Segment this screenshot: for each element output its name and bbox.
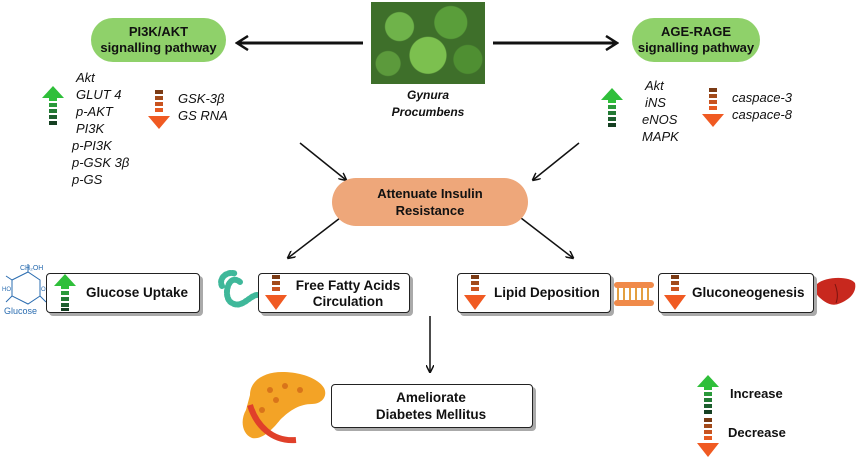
pi3k-up-marker: p-PI3K — [72, 138, 112, 153]
free-fatty-acids-label: Free Fatty Acids Circulation — [290, 278, 406, 310]
center-pill-line2: Resistance — [395, 203, 465, 218]
decrease-arrow-icon — [702, 88, 724, 127]
age-rage-pathway-pill: AGE-RAGE signalling pathway — [632, 18, 760, 62]
pi3k-down-marker-list: GSK-3β GS RNA — [178, 90, 228, 124]
gluconeogenesis-box — [658, 273, 814, 313]
pi3k-up-marker: Akt — [76, 70, 95, 85]
fatty-acid-chain-icon — [218, 270, 265, 308]
legend-increase-arrow-icon — [697, 375, 719, 414]
ameliorate-diabetes-label: Ameliorate Diabetes Mellitus — [331, 389, 531, 423]
free-fatty-acids-box — [258, 273, 410, 313]
plant-caption: Gynura Procumbens — [371, 87, 485, 121]
glucose-formula-label: CH₂OH — [20, 265, 43, 272]
svg-text:OH: OH — [41, 287, 50, 293]
lipid-deposition-label: Lipid Deposition — [494, 285, 600, 300]
age-down-marker: caspace-8 — [732, 107, 792, 122]
lipid-deposition-box — [457, 273, 611, 313]
pi3k-pathway-pill: PI3K/AKT signalling pathway — [91, 18, 226, 62]
pi3k-down-marker: GSK-3β — [178, 91, 225, 106]
arrow-pi3k-to-center — [299, 142, 346, 180]
glucose-molecule-icon — [5, 264, 47, 305]
pi3k-up-marker: p-GS — [72, 172, 103, 187]
pancreas-icon — [242, 372, 326, 444]
age-up-marker: eNOS — [642, 112, 678, 127]
plant-image — [371, 2, 485, 84]
final-line1: Ameliorate — [396, 390, 466, 405]
final-line2: Diabetes Mellitus — [375, 407, 487, 422]
glucose-uptake-label: Glucose Uptake — [86, 285, 189, 300]
decrease-arrow-icon — [464, 275, 486, 310]
age-up-marker: iNS — [645, 95, 666, 110]
center-pill-line1: Attenuate Insulin — [377, 186, 483, 201]
pi3k-up-marker: GLUT 4 — [76, 87, 122, 102]
decrease-arrow-icon — [148, 90, 170, 129]
pi3k-pill-line1: PI3K/AKT — [128, 24, 189, 39]
lipid-bilayer-icon — [614, 282, 654, 306]
gluconeogenesis-label: Gluconeogenesis — [692, 285, 805, 300]
pi3k-down-marker: GS RNA — [178, 108, 228, 123]
plant-caption-line2: Procumbens — [391, 105, 465, 119]
age-pill-line2: signalling pathway — [637, 40, 755, 55]
svg-text:HO: HO — [2, 287, 11, 293]
decrease-arrow-icon — [664, 275, 686, 310]
pi3k-up-marker: PI3K — [76, 121, 105, 136]
attenuate-insulin-resistance-pill: Attenuate Insulin Resistance — [332, 178, 528, 226]
increase-arrow-icon — [601, 88, 623, 127]
pi3k-pill-line2: signalling pathway — [100, 40, 217, 55]
liver-icon — [815, 277, 856, 305]
age-down-marker-list: caspace-3 caspace-8 — [732, 89, 792, 123]
increase-arrow-icon — [54, 274, 76, 311]
ameliorate-diabetes-box — [331, 384, 533, 428]
increase-arrow-icon — [42, 86, 64, 125]
plant-caption-line1: Gynura — [406, 88, 449, 102]
age-up-marker-list: Akt iNS eNOS MAPK — [642, 77, 679, 145]
age-down-marker: caspace-3 — [732, 90, 792, 105]
legend-increase-label: Increase — [730, 386, 783, 401]
pi3k-up-marker-list: Akt GLUT 4 p-AKT PI3K p-PI3K p-GSK 3β p-… — [72, 69, 129, 188]
decrease-arrow-icon — [265, 275, 287, 310]
legend-decrease-label: Decrease — [728, 425, 786, 440]
glucose-caption: Glucose — [4, 306, 38, 316]
pi3k-up-marker: p-AKT — [76, 104, 113, 119]
ffa-line2: Circulation — [312, 294, 384, 309]
arrow-center-to-left — [288, 217, 341, 258]
age-up-marker: Akt — [645, 78, 664, 93]
pi3k-up-marker: p-GSK 3β — [72, 155, 130, 170]
age-pill-line1: AGE-RAGE — [660, 24, 732, 39]
glucose-uptake-box — [46, 273, 200, 313]
age-up-marker: MAPK — [642, 129, 679, 144]
arrow-age-to-center — [533, 142, 580, 180]
ffa-line1: Free Fatty Acids — [295, 278, 401, 293]
arrow-center-to-right — [520, 217, 573, 258]
legend-decrease-arrow-icon — [697, 418, 719, 457]
